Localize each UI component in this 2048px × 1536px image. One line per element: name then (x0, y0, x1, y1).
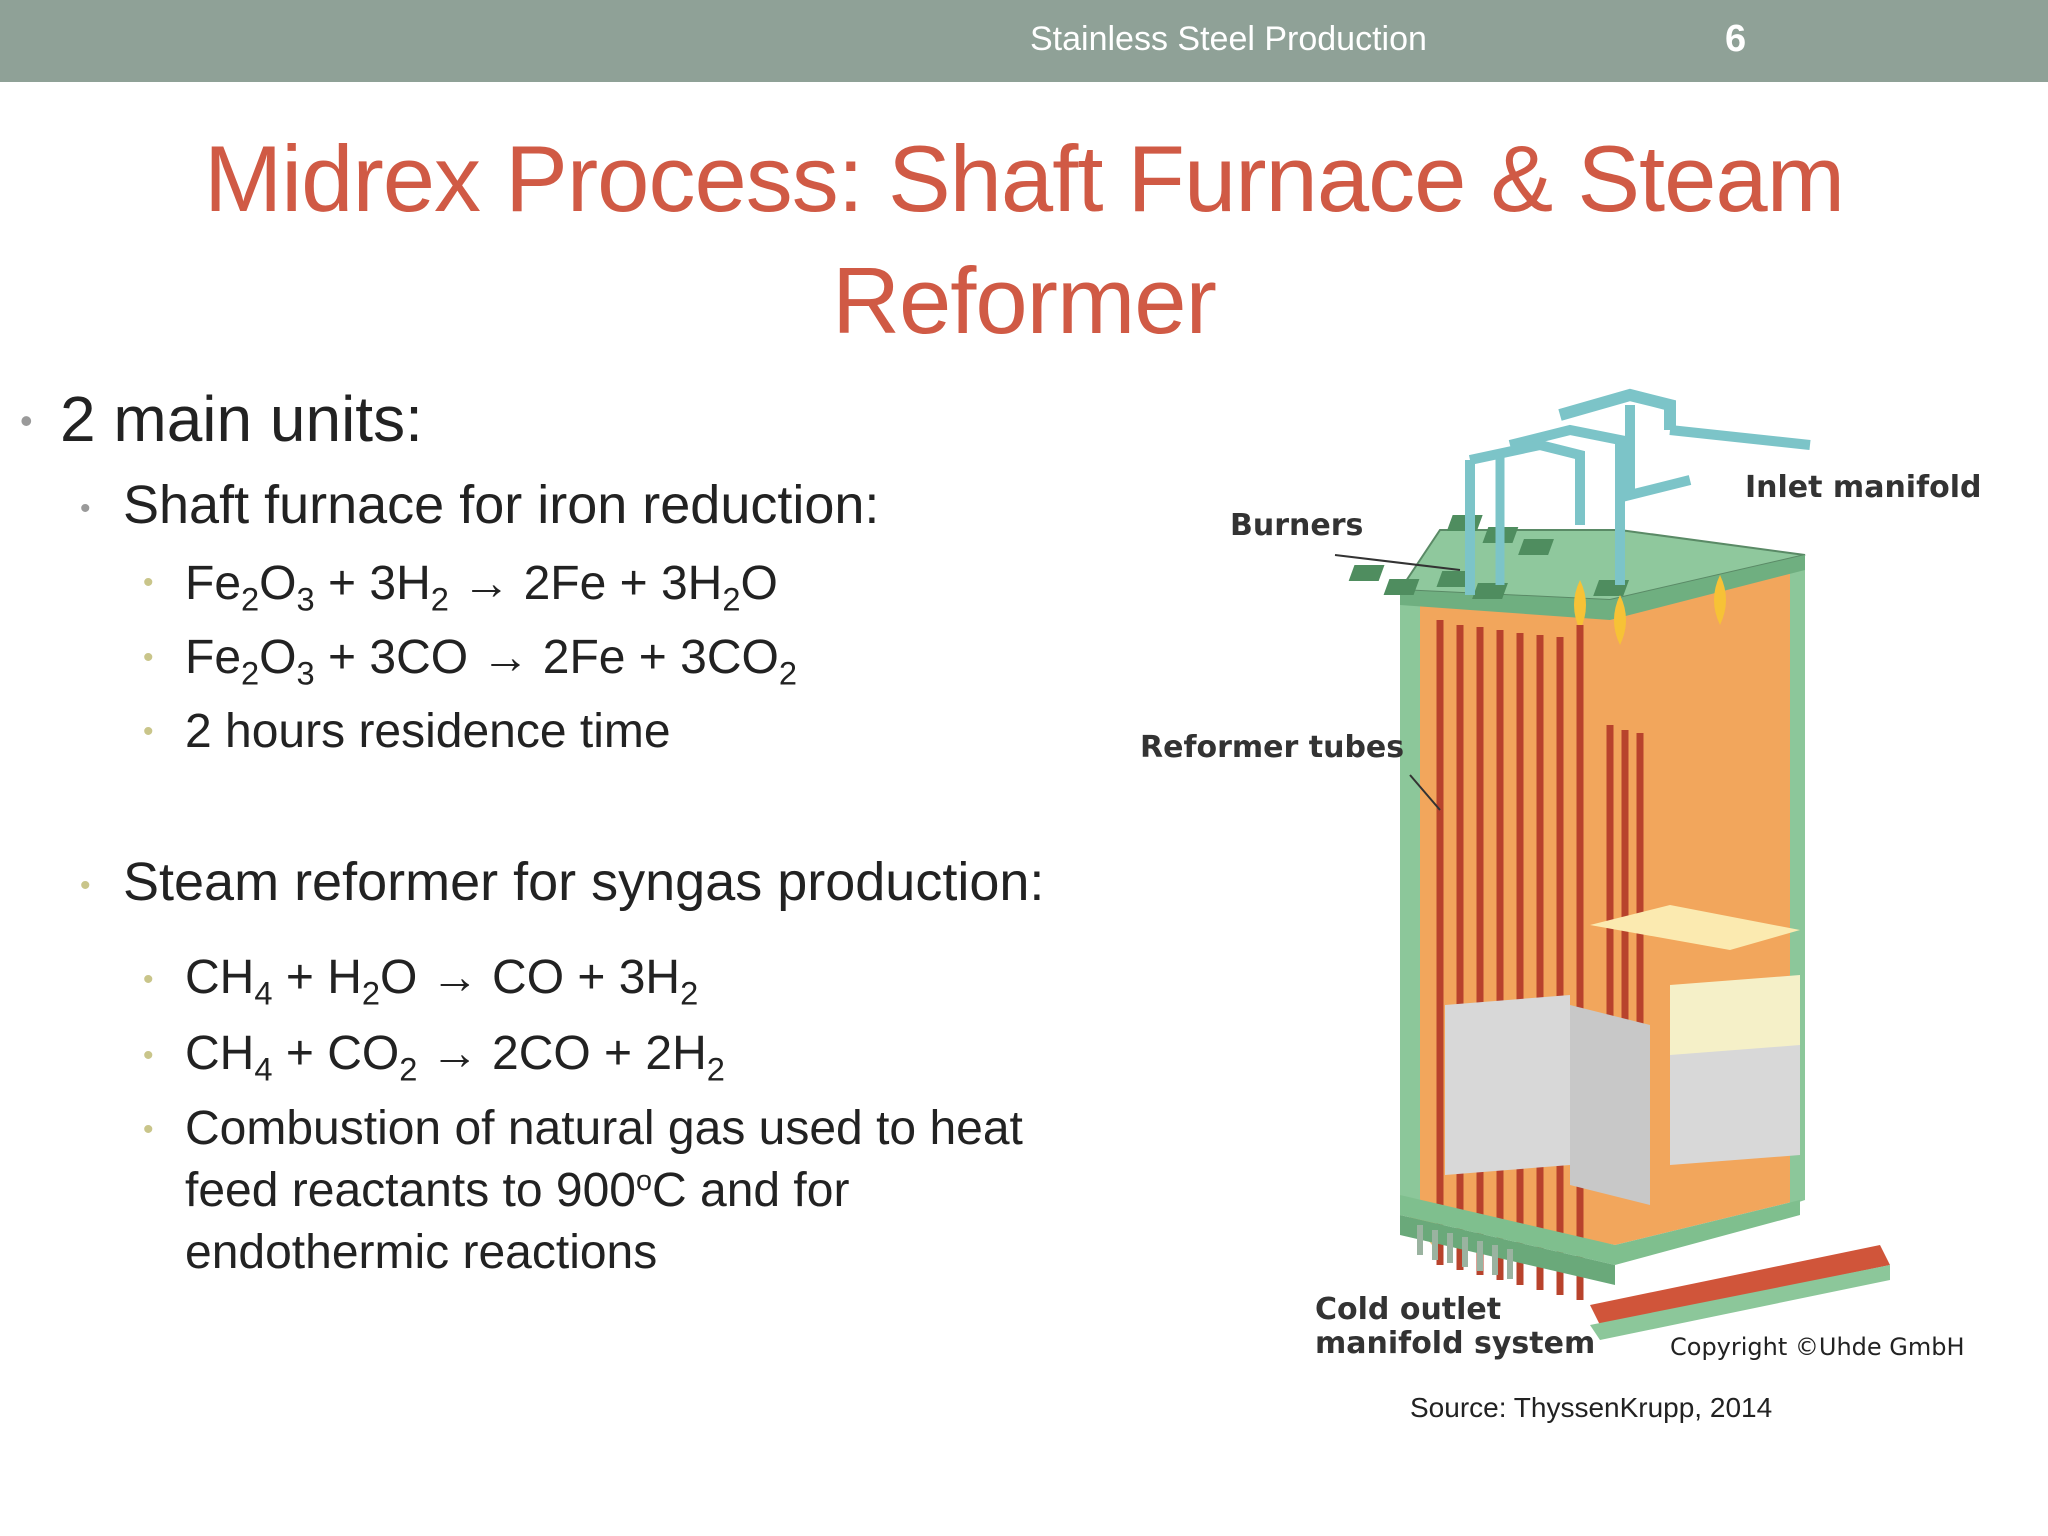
equation-ch4-co2: CH4 + CO2 → 2CO + 2H2 (185, 1027, 725, 1088)
equation-ch4-h2o: CH4 + H2O → CO + 3H2 (185, 951, 699, 1012)
bullet-combustion: Combustion of natural gas used to heat f… (185, 1102, 1023, 1279)
label-cold-outlet-2: manifold system (1315, 1326, 1595, 1361)
bullet-shaft-furnace: Shaft furnace for iron reduction: (123, 475, 880, 535)
label-cold-outlet-1: Cold outlet (1315, 1292, 1501, 1327)
bullet-main-units: 2 main units: (60, 383, 423, 455)
header-bar (0, 0, 2048, 82)
bullet-dot: • (20, 400, 33, 441)
steam-reformer-illustration: Burners Inlet manifold Reformer tubes Co… (1140, 388, 1982, 1361)
label-burners: Burners (1230, 508, 1363, 543)
bullet-dot: • (143, 715, 154, 748)
bullet-dot: • (80, 492, 91, 525)
equation-fe2o3-h2: Fe2O3 + 3H2 → 2Fe + 3H2O (185, 557, 778, 618)
bullet-dot: • (143, 1113, 154, 1146)
bullet-residence-time: 2 hours residence time (185, 705, 671, 758)
bullet-dot: • (143, 963, 154, 996)
label-inlet-manifold: Inlet manifold (1745, 470, 1982, 505)
copyright-text: Copyright ©Uhde GmbH (1670, 1333, 1965, 1361)
bullet-dot: • (143, 566, 154, 599)
source-citation: Source: ThyssenKrupp, 2014 (1410, 1392, 1773, 1423)
bullet-dot: • (80, 869, 91, 902)
bullet-steam-reformer: Steam reformer for syngas production: (123, 852, 1045, 912)
label-reformer-tubes: Reformer tubes (1140, 730, 1404, 765)
bullet-dot: • (143, 1039, 154, 1072)
bullet-dot: • (143, 641, 154, 674)
slide-title: Midrex Process: Shaft Furnace & Steam Re… (0, 118, 2048, 362)
slide-title-line-1: Midrex Process: Shaft Furnace & Steam (204, 126, 1845, 231)
equation-fe2o3-co: Fe2O3 + 3CO → 2Fe + 3CO2 (185, 631, 798, 692)
slide-title-line-2: Reformer (832, 248, 1217, 353)
slide-number: 6 (1725, 18, 1747, 60)
header-title: Stainless Steel Production (1030, 20, 1427, 58)
steam-reformer-diagram: Burners Inlet manifold Reformer tubes Co… (1110, 385, 1990, 1375)
